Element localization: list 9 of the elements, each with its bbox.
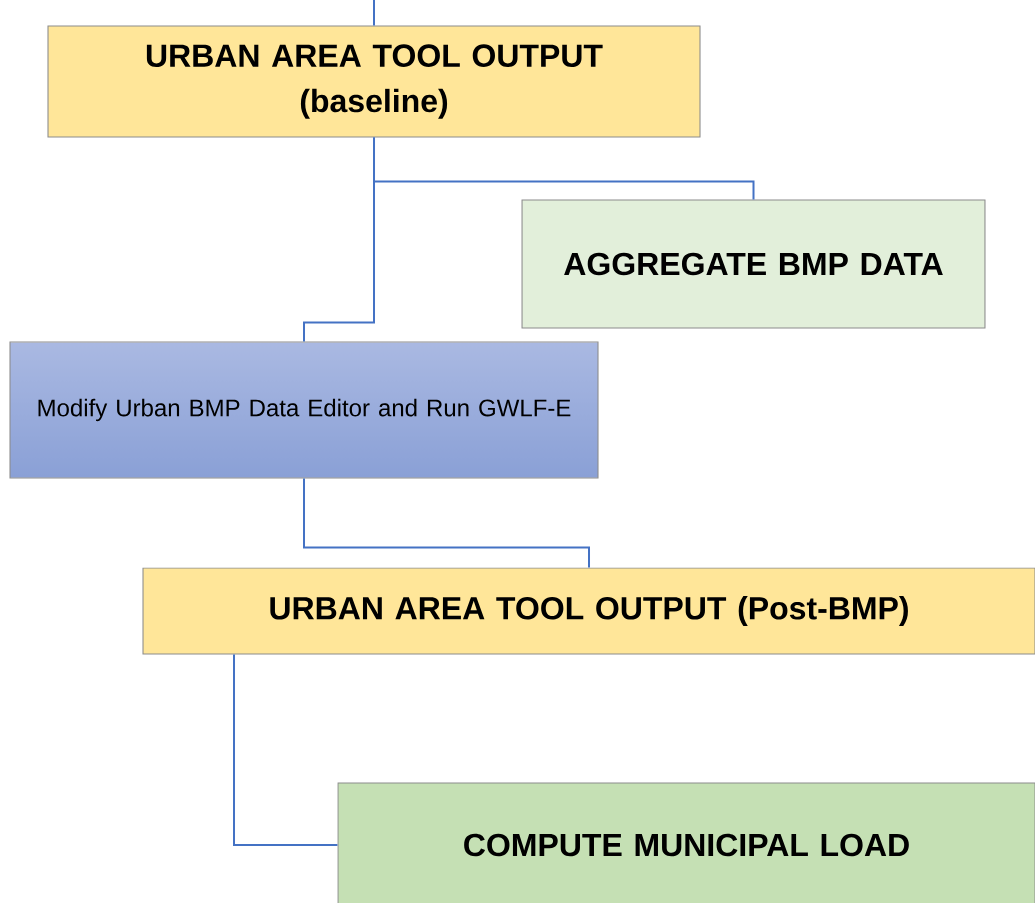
connector-line [373, 0, 375, 27]
process-box: URBAN AREA TOOL OUTPUT (baseline) [47, 25, 701, 138]
process-box: URBAN AREA TOOL OUTPUT (Post-BMP) [142, 567, 1035, 655]
connector-line [303, 477, 590, 569]
process-box: AGGREGATE BMP DATA [521, 199, 986, 329]
connector-line [303, 136, 375, 343]
process-box: COMPUTE MUNICIPAL LOAD [337, 782, 1035, 903]
connector-line [233, 653, 339, 846]
process-box: Modify Urban BMP Data Editor and Run GWLF-E [9, 341, 599, 479]
